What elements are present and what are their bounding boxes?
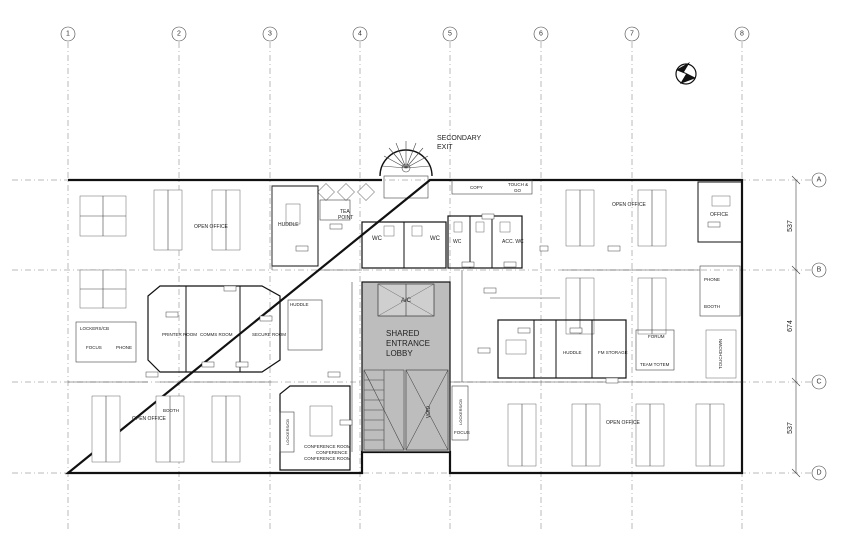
fm-storage-label: FM STORAGE: [598, 350, 628, 355]
forum-label: FORUM: [648, 334, 665, 339]
lockers-sw-label: LOCKERS/CB: [285, 419, 290, 445]
column-label: 1: [66, 31, 70, 38]
team-totem-label: TEAM TOTEM: [640, 362, 670, 367]
column-marker-8: 8: [734, 26, 750, 42]
furniture-tags: [145, 213, 721, 426]
huddle-top-label: HUDDLE: [278, 222, 299, 228]
column-label: 6: [539, 31, 543, 38]
shared-lobby-label-2: ENTRANCE: [386, 339, 430, 348]
row-marker-d: D: [811, 465, 827, 481]
accessible-wc-label: ACC. WC: [502, 239, 524, 245]
row-label: C: [816, 379, 821, 386]
row-label: A: [817, 177, 822, 184]
row-markers: A B C D: [811, 172, 827, 481]
wc-left-label: WC: [372, 236, 383, 242]
wc-right-label: WC: [430, 236, 441, 242]
column-marker-3: 3: [262, 26, 278, 42]
column-label: 2: [177, 31, 181, 38]
phone-w-label: PHONE: [116, 345, 132, 350]
column-marker-2: 2: [171, 26, 187, 42]
huddle-e-label: HUDDLE: [563, 350, 582, 355]
conference-label: CONFERENCE: [316, 450, 348, 455]
column-marker-7: 7: [624, 26, 640, 42]
open-office-sw-label: OPEN OFFICE: [132, 416, 167, 422]
column-label: 3: [268, 31, 272, 38]
touch-and-go-label: TOUCH &: [508, 182, 528, 187]
column-label: 8: [740, 31, 744, 38]
secondary-exit-label-2: EXIT: [437, 144, 453, 151]
row-label: D: [816, 470, 821, 477]
column-marker-6: 6: [533, 26, 549, 42]
workstations-sw: [91, 395, 241, 463]
shared-lobby-label-3: LOBBY: [386, 349, 413, 358]
phone-e-label: PHONE: [704, 277, 720, 282]
dimension-a-b: 537: [787, 220, 794, 232]
focus-mid-label: FOCUS: [454, 430, 470, 435]
north-arrow-icon: [675, 62, 697, 85]
workstations-ne: [565, 189, 667, 335]
column-marker-4: 4: [352, 26, 368, 42]
row-marker-b: B: [811, 262, 827, 278]
column-markers: 1 2 3 4 5 6 7 8: [60, 26, 750, 42]
booth-sw-label: BOOTH: [163, 408, 179, 413]
toilet-block: [361, 215, 523, 269]
tea-point-label-2: POINT: [338, 215, 353, 221]
column-label: 5: [448, 31, 452, 38]
conference-room-sw-label: CONFERENCE ROOM: [304, 456, 351, 461]
secondary-exit-label: SECONDARY: [437, 135, 482, 142]
row-marker-c: C: [811, 374, 827, 390]
printer-room-label: PRINTER ROOM: [162, 332, 197, 337]
dimension-string: 537 674 537: [787, 175, 801, 478]
row-label: B: [817, 267, 822, 274]
row-marker-a: A: [811, 172, 827, 188]
east-rooms: [497, 319, 675, 379]
open-office-nw-label: OPEN OFFICE: [194, 224, 229, 230]
void-label: VOID: [426, 406, 432, 419]
column-marker-1: 1: [60, 26, 76, 42]
copy-label: COPY: [470, 185, 483, 190]
tea-point-label: TEA: [340, 209, 350, 215]
workstations-se: [507, 403, 725, 467]
lift-label: A/C: [401, 298, 412, 304]
touch-and-go-label-2: GO: [514, 188, 522, 193]
shared-core: [361, 281, 451, 453]
secure-room-label: SECURE ROOM: [252, 332, 286, 337]
column-label: 7: [630, 31, 634, 38]
lockers-mid-label: LOCKERS/CB: [458, 399, 463, 425]
booth-e-label: BOOTH: [704, 304, 720, 309]
open-office-se-label: OPEN OFFICE: [606, 420, 641, 426]
conference-room-label: CONFERENCE ROOM: [304, 444, 351, 449]
touchdown-label: TOUCHDOWN: [718, 339, 723, 369]
secure-rooms: [147, 285, 281, 373]
focus-w-label: FOCUS: [86, 345, 102, 350]
column-marker-5: 5: [442, 26, 458, 42]
shared-lobby-label: SHARED: [386, 329, 420, 338]
spiral-stair: [379, 141, 433, 199]
dimension-c-d: 537: [787, 422, 794, 434]
lockers-w-label: LOCKERS/CB: [80, 326, 109, 331]
tea-point-tables: [317, 183, 375, 221]
workstations-nw: [79, 189, 241, 309]
wc-small-label: WC: [453, 239, 462, 245]
office-ne-label: OFFICE: [710, 212, 729, 218]
comms-room-label: COMMS ROOM: [200, 332, 233, 337]
open-office-ne-label: OPEN OFFICE: [612, 202, 647, 208]
dimension-b-c: 674: [787, 320, 794, 332]
huddle-mid-label: HUDDLE: [290, 302, 309, 307]
column-label: 4: [358, 31, 362, 38]
